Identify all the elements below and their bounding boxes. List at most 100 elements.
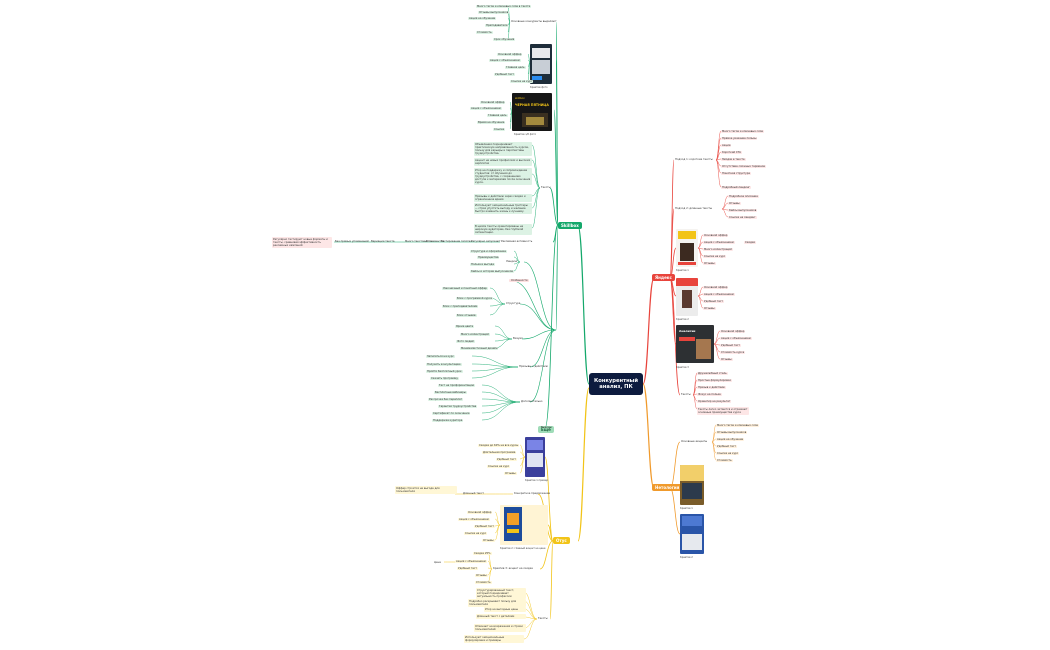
green-sub-item[interactable]: Кейсы и истории выпускников xyxy=(470,270,514,274)
red-text-item[interactable]: Простые формулировки xyxy=(697,379,732,383)
yellow-c3-item[interactable]: Акция с объяснением xyxy=(455,560,487,564)
creative-thumbnail[interactable]: Аналитик xyxy=(676,325,714,363)
red-c2-item[interactable]: Основной оффер xyxy=(703,286,729,290)
red-c3-item[interactable]: Акция с объяснением xyxy=(720,337,752,341)
red-c1-item[interactable]: Акция с объяснением xyxy=(703,241,735,245)
green-cta-item[interactable]: Записаться на курс xyxy=(426,355,455,359)
green-extra-item[interactable]: Тест на профориентацию xyxy=(438,384,476,388)
creative-thumbnail[interactable] xyxy=(680,465,704,505)
branch-skillbox[interactable]: Skillbox xyxy=(558,222,582,229)
green-bottom[interactable]: Выводы xyxy=(541,426,552,429)
red-group2-title[interactable]: Подход 2: длинные тексты xyxy=(675,207,713,210)
green-structure-item[interactable]: Блок с преподавателями xyxy=(442,305,479,309)
green-g1-item[interactable]: Отзывы выпускников xyxy=(478,11,510,15)
creative-thumbnail[interactable] xyxy=(525,437,545,477)
yellow-texts-label[interactable]: Тексты xyxy=(538,617,548,620)
green-cta-item[interactable]: Скачать программу xyxy=(430,377,459,381)
branch-netology[interactable]: Нетология xyxy=(652,484,683,491)
creative-thumbnail[interactable] xyxy=(680,514,704,554)
yellow-c2-item[interactable]: Основной оффер xyxy=(467,511,493,515)
green-visual-item[interactable]: Много иллюстраций xyxy=(460,333,490,337)
red-text-item[interactable]: Призыв к действию xyxy=(697,386,726,390)
red-text-item[interactable]: Дружелюбный стиль xyxy=(697,372,728,376)
yellow-c2-item[interactable]: Акция с объяснением xyxy=(458,518,490,522)
root-node[interactable]: Конкурентный анализ, ПК xyxy=(589,373,643,395)
green-cta-title[interactable]: Призывы к действию xyxy=(519,365,548,368)
red-texts-label[interactable]: Тексты xyxy=(681,393,691,396)
branch-yandex[interactable]: Яндекс xyxy=(652,274,675,281)
red-g1-item[interactable]: Подробный лендинг xyxy=(721,186,751,190)
creative-thumbnail[interactable] xyxy=(500,505,548,545)
red-c2-item[interactable]: Акция с объяснением xyxy=(703,293,735,297)
red-g1-item[interactable]: Много тегов и ключевых слов xyxy=(721,130,764,134)
green-structure-item[interactable]: Блок с программой курса xyxy=(456,297,493,301)
red-group1-title[interactable]: Подход 1: короткие тексты xyxy=(675,158,713,161)
red-c3-item[interactable]: Отзывы xyxy=(720,358,733,362)
creative-thumbnail[interactable] xyxy=(676,229,698,267)
green-extra-item[interactable]: Гарантия трудоустройства xyxy=(438,405,478,409)
green-sub-item[interactable]: Структура и оформление xyxy=(470,250,507,254)
green-g1-item[interactable]: Стоимость xyxy=(476,31,493,35)
green-g3-item[interactable]: Ссылка xyxy=(493,128,506,132)
red-g1-item[interactable]: Понятная структура xyxy=(721,172,751,176)
green-cta-item[interactable]: Получить консультацию xyxy=(426,363,462,367)
green-structure-title[interactable]: Структура xyxy=(506,302,521,305)
green-sub-title[interactable]: Лендинг xyxy=(506,260,518,263)
red-c2-item[interactable]: Отзывы xyxy=(703,307,716,311)
green-g3-item[interactable]: Акция с объяснением xyxy=(470,107,502,111)
red-g1-item[interactable]: Отсутствие сложных терминов xyxy=(721,165,766,169)
yellow-c1-item[interactable]: Отзывы xyxy=(504,472,517,476)
green-structure-item[interactable]: Блок отзывов xyxy=(456,314,477,318)
branch-more[interactable]: Ещё xyxy=(538,426,554,433)
orange-item[interactable]: Стоимость xyxy=(716,459,733,463)
green-chain-item[interactable]: Много текстовых элементов xyxy=(405,240,444,243)
red-g1-item[interactable]: Прямое указание пользы xyxy=(721,137,758,141)
yellow-c1-item[interactable]: Ссылка на курс xyxy=(487,465,511,469)
green-g2-item[interactable]: Ссылка на курс xyxy=(510,80,534,84)
yellow-mid-chain[interactable]: Конкретное предложение xyxy=(514,492,551,495)
green-chain-item[interactable]: Регулярно запускают xyxy=(471,240,501,243)
green-visual-item[interactable]: Минималистичный дизайн xyxy=(460,347,499,351)
yellow-c3-tag[interactable]: Цена xyxy=(434,561,441,564)
green-sub-item[interactable]: Польза и выгода xyxy=(470,263,495,267)
green-chain-item[interactable]: Тестирование гипотез xyxy=(441,240,472,243)
red-g2-item[interactable]: Отзывы xyxy=(728,202,741,206)
yellow-c2-item[interactable]: Ссылка на курс xyxy=(464,532,488,536)
orange-item[interactable]: Много тегов и ключевых слов xyxy=(716,424,759,428)
yellow-c3-item[interactable]: Стоимость xyxy=(475,581,492,585)
green-extra-item[interactable]: Сертификат по окончании xyxy=(432,412,471,416)
green-chain-item[interactable]: Рекламная активность xyxy=(501,240,533,243)
red-c1-item[interactable]: Основной оффер xyxy=(703,234,729,238)
green-g3-item[interactable]: Время на обучение xyxy=(477,121,506,125)
red-c1-item[interactable]: Много иллюстраций xyxy=(703,248,733,252)
green-visual-item[interactable]: Яркие цвета xyxy=(455,325,475,329)
yellow-c1-item[interactable]: Удобный тест xyxy=(496,458,517,462)
orange-title[interactable]: Основные акценты xyxy=(681,440,708,443)
green-sub-item[interactable]: Преимущества xyxy=(477,256,500,260)
green-pink-tag[interactable]: Особенности xyxy=(509,279,530,282)
green-g1-item[interactable]: Срок обучения xyxy=(493,38,516,42)
yellow-c3-item[interactable]: Удобный тест xyxy=(457,567,478,571)
red-c1-item[interactable]: Отзывы xyxy=(703,262,716,266)
red-g1-item[interactable]: Эмодзи в тексте xyxy=(721,158,746,162)
green-g3-item[interactable]: Главная цель xyxy=(487,114,508,118)
red-g2-item[interactable]: Подробное описание xyxy=(728,195,759,199)
green-group1-title[interactable]: Основные конкуренты выделяют xyxy=(511,20,557,23)
green-extra-item[interactable]: Поддержка куратора xyxy=(432,419,464,423)
orange-item[interactable]: Отзывы выпускников xyxy=(716,431,748,435)
green-g3-item[interactable]: Основной оффер xyxy=(480,101,506,105)
green-g1-item[interactable]: Акция на обучение xyxy=(468,17,497,21)
green-cta-item[interactable]: Пройти бесплатный урок xyxy=(426,370,463,374)
yellow-c2-item[interactable]: Отзывы xyxy=(482,539,495,543)
creative-thumbnail[interactable] xyxy=(676,278,698,316)
creative-thumbnail[interactable] xyxy=(530,44,552,84)
yellow-c3-caption[interactable]: Креатив 3: акцент на скидке xyxy=(493,567,533,570)
green-extra-title[interactable]: Дополнительно xyxy=(521,400,543,403)
branch-otus[interactable]: Отус xyxy=(553,537,570,544)
green-texts-label[interactable]: Тексты xyxy=(541,186,551,189)
green-structure-item[interactable]: Лаконичный и понятный оффер xyxy=(442,287,488,291)
orange-item[interactable]: Ссылка на курс xyxy=(716,452,740,456)
red-c3-item[interactable]: Основной оффер xyxy=(720,330,746,334)
orange-item[interactable]: Удобный тест xyxy=(716,445,737,449)
red-text-item[interactable]: Фокус на пользе xyxy=(697,393,722,397)
